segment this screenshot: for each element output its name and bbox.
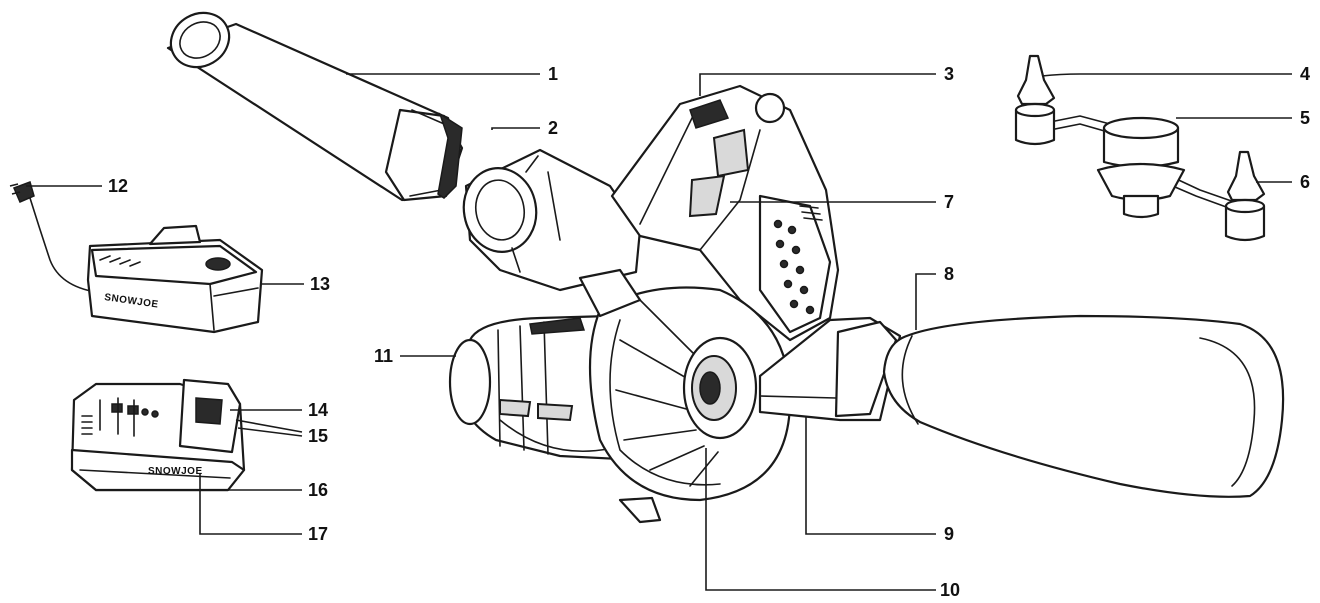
callout-12: 12 [108, 176, 128, 196]
callout-14: 14 [308, 400, 328, 420]
callout-17: 17 [308, 524, 328, 544]
callout-9: 9 [944, 524, 954, 544]
handle-grip-dots [773, 219, 815, 315]
callout-4: 4 [1300, 64, 1310, 84]
callout-5: 5 [1300, 108, 1310, 128]
callout-8: 8 [944, 264, 954, 284]
leader-lines [26, 73, 1292, 591]
adapter-large-center [1096, 116, 1186, 219]
callout-2: 2 [548, 118, 558, 138]
callout-11: 11 [374, 346, 393, 366]
battery-brand-text: SNOWJOE [148, 466, 203, 477]
outlet-frame [758, 316, 902, 422]
collection-bag [882, 314, 1285, 498]
callout-16: 16 [308, 480, 328, 500]
callout-6: 6 [1300, 172, 1310, 192]
callout-7: 7 [944, 192, 954, 212]
battery-pack: SNOWJOE [70, 378, 246, 492]
adapter-small-left [1014, 54, 1056, 146]
callout-3: 3 [944, 64, 954, 84]
callout-10: 10 [940, 580, 960, 600]
callout-1: 1 [548, 64, 558, 84]
inflation-adapters [1014, 54, 1266, 242]
callout-15: 15 [308, 426, 328, 446]
battery-charger: SNOWJOE [86, 224, 264, 334]
blower-tube [166, 11, 464, 202]
charger-plug-cord [9, 181, 97, 293]
fan-housing [578, 268, 792, 524]
callout-13: 13 [310, 274, 330, 294]
handle [610, 84, 840, 342]
callout-numbers: 1 2 3 4 5 6 7 8 9 10 11 12 13 14 15 16 1… [108, 64, 1310, 600]
tube-coupling [462, 148, 642, 292]
adapter-small-right [1224, 150, 1266, 242]
